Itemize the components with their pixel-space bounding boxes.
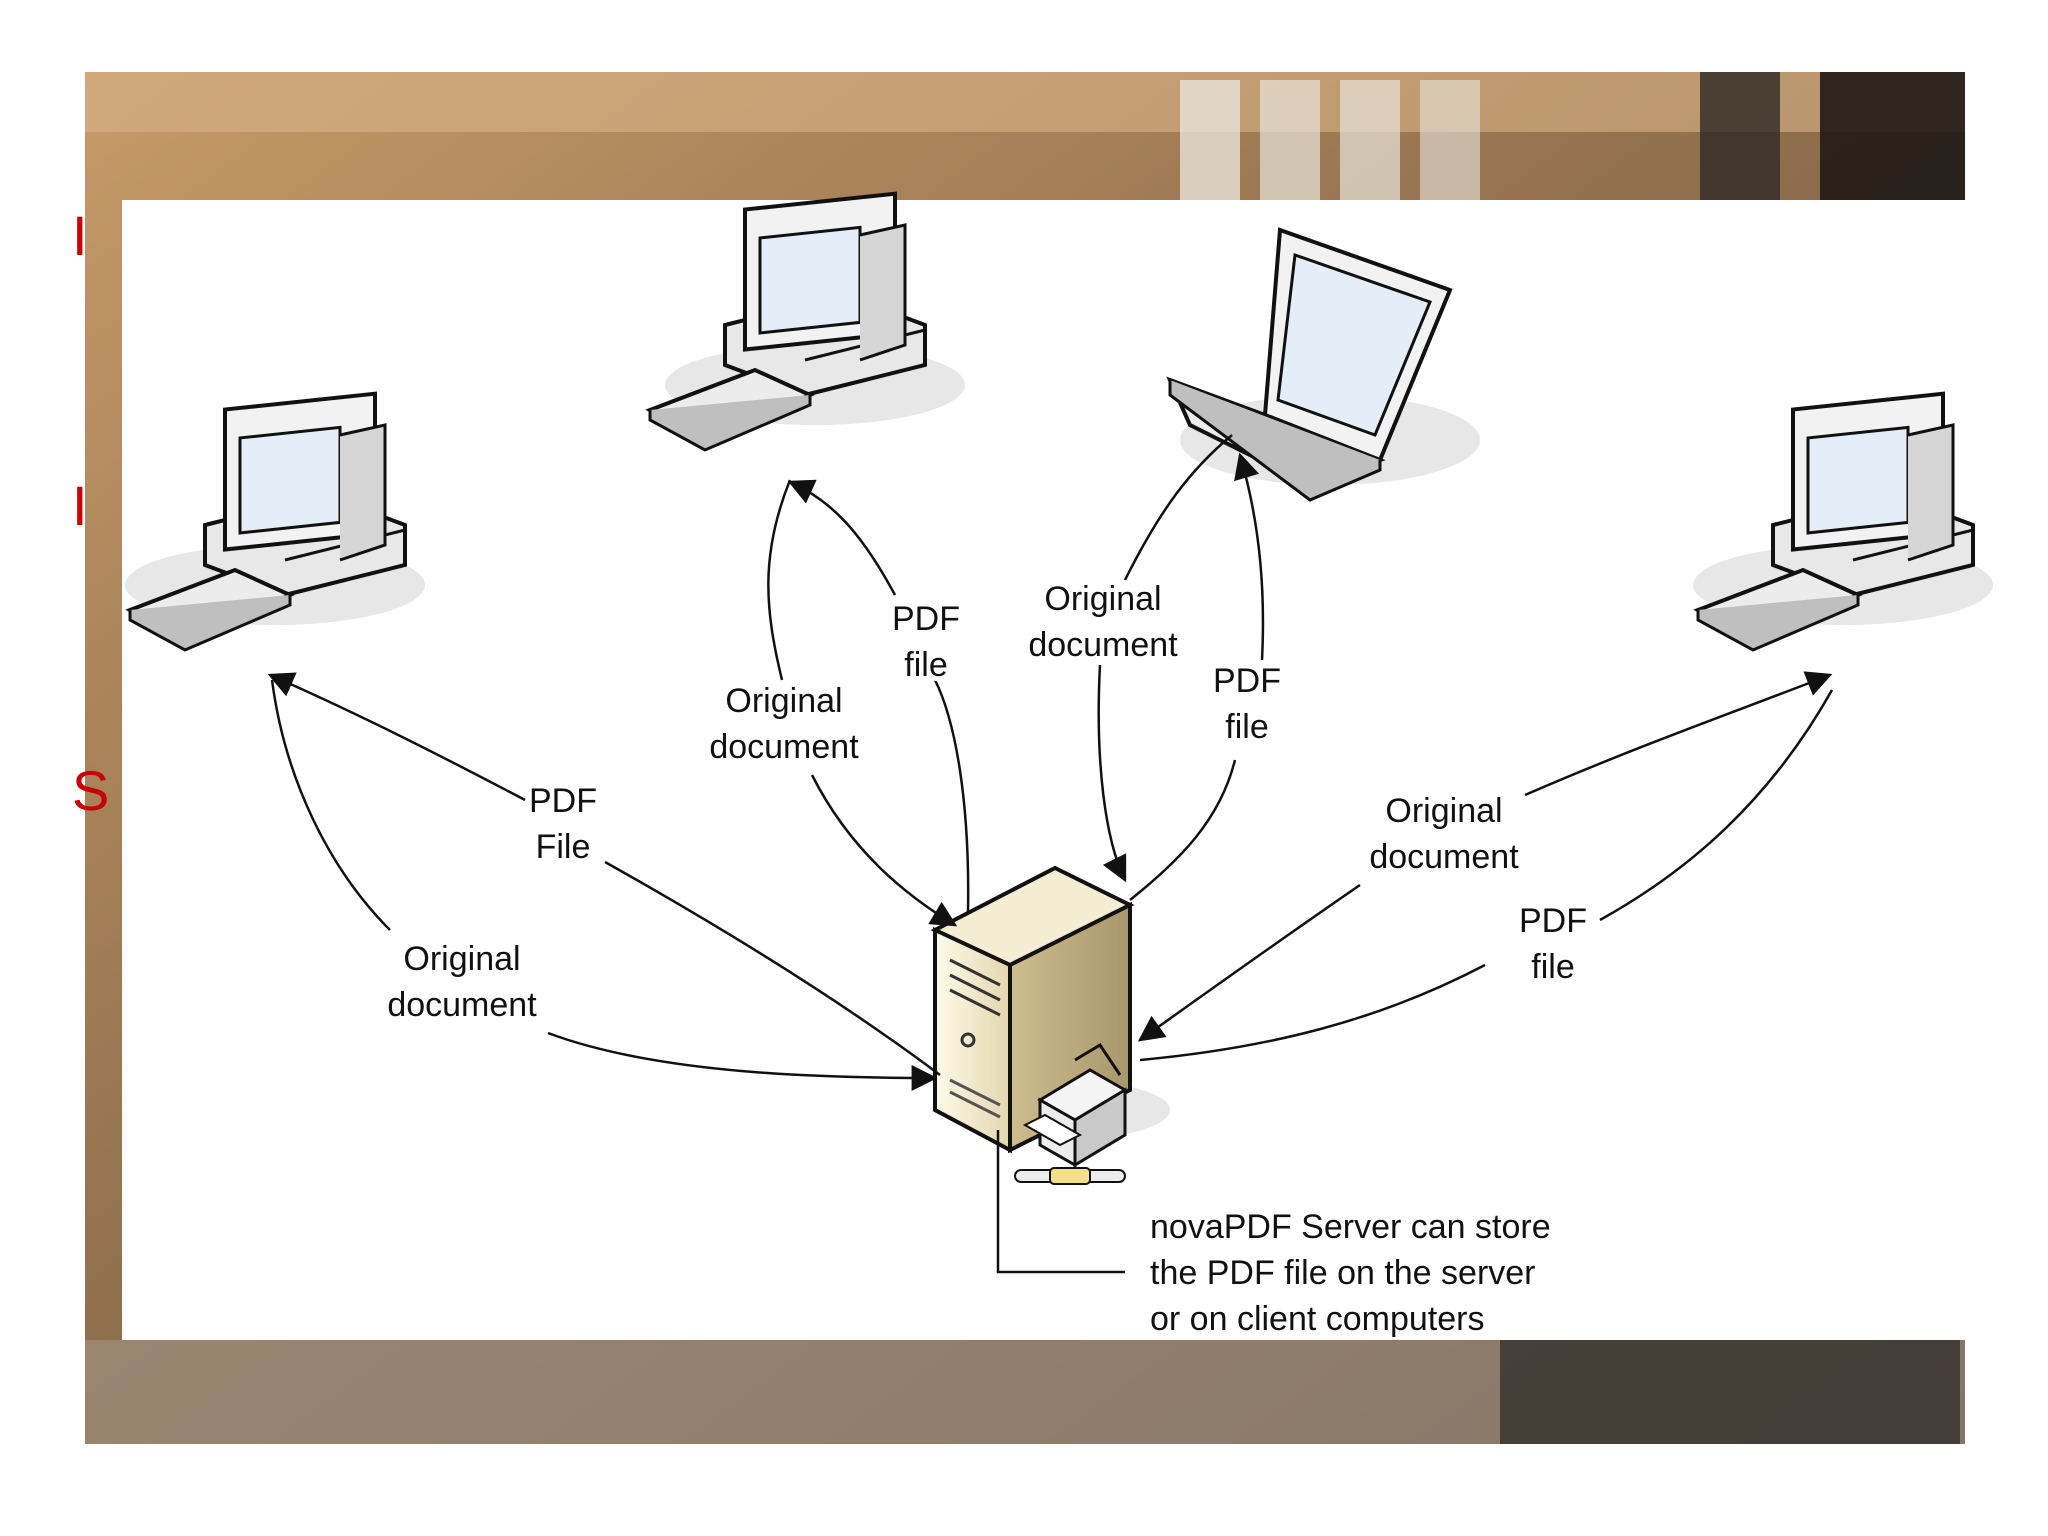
desktop-computer-icon [1693,391,1993,652]
laptop-icon [1166,227,1480,502]
diagram-panel [122,200,1965,1340]
server-note: novaPDF Server can store the PDF file on… [1150,1208,1560,1338]
arrow-left-pdf [604,860,941,1077]
slide-mark: I [72,474,88,537]
arrow-topleft-original [810,774,958,927]
network-connector-icon [1014,1167,1126,1185]
arrow-topleft-pdf [933,679,970,913]
slide-mark: S [72,759,109,822]
arrow-topleft-pdf-upper [787,479,897,596]
desktop-computer-icon [645,191,965,452]
arrow-left-original-upper [270,679,391,931]
arrow-right-pdf-upper [1599,689,1834,922]
printer-icon [1022,1042,1128,1168]
desktop-computer-icon [125,391,425,652]
arrow-right-original [1137,883,1361,1042]
arrow-left-pdf-upper [267,672,526,802]
connection-arrows [267,434,1834,1274]
arrow-laptop-pdf-upper [1234,452,1265,661]
server-note-callout [996,1130,1125,1274]
slide-mark: I [72,204,88,267]
arrow-right-original-upper [1524,671,1833,797]
arrow-laptop-original-upper [1123,434,1233,581]
arrow-right-pdf [1139,963,1486,1062]
arrow-laptop-original [1097,664,1127,883]
arrow-topleft-original-upper [767,479,792,681]
arrow-left-original [547,1031,938,1091]
arrow-laptop-pdf [1129,759,1237,901]
